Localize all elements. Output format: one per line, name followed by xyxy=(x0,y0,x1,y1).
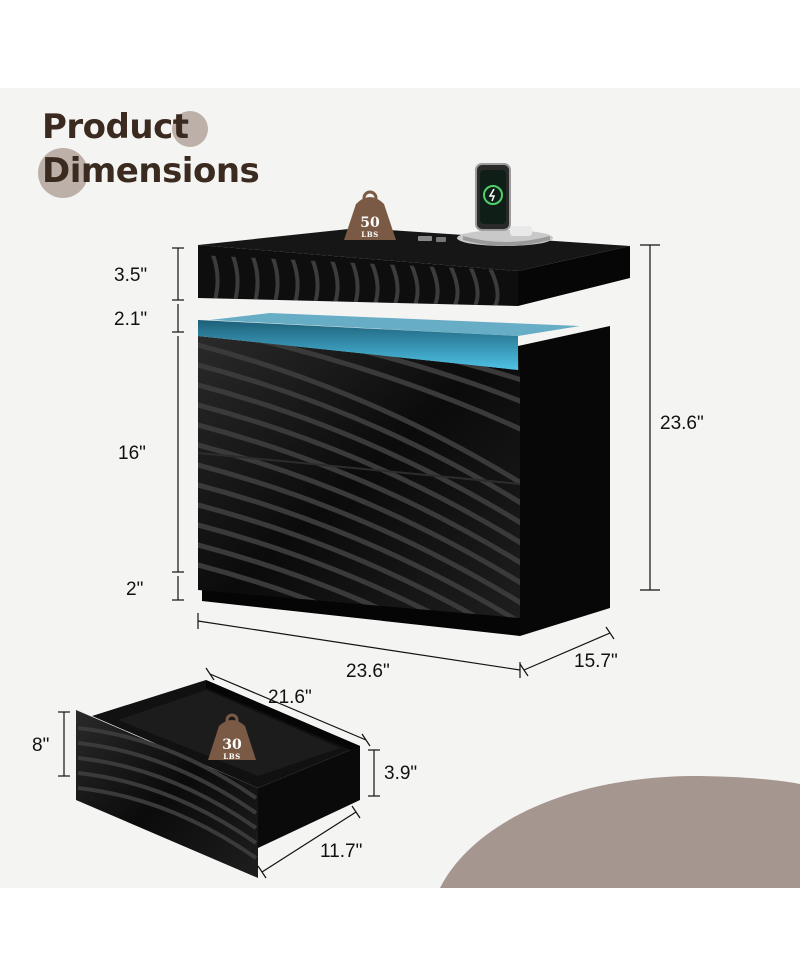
dim-drawers-height: 16" xyxy=(118,443,146,464)
weight-30-icon xyxy=(208,720,256,760)
dim-drawer-height: 8" xyxy=(32,735,50,756)
title-bubbles xyxy=(38,111,208,198)
dim-drawer-inner-height: 3.9" xyxy=(384,763,418,784)
weight-badge-50: 50 LBS xyxy=(360,215,380,239)
wireless-charger-icon xyxy=(457,163,553,246)
product-panel: Product Dimensions xyxy=(0,88,800,888)
dim-drawer-width: 11.7" xyxy=(320,841,363,862)
corner-blob xyxy=(440,776,800,888)
led-strip xyxy=(198,320,518,370)
dim-width: 23.6" xyxy=(346,661,390,682)
weight-50-icon xyxy=(344,197,396,240)
usb-port-icon xyxy=(418,236,446,242)
title-line-2: Dimensions xyxy=(42,151,260,191)
dim-light-gap: 2.1" xyxy=(114,309,148,330)
dim-top-thickness: 3.5" xyxy=(114,265,148,286)
dim-depth: 15.7" xyxy=(574,651,618,672)
dim-total-height: 23.6" xyxy=(660,413,704,434)
title-line-1: Product xyxy=(42,107,189,147)
dim-base-height: 2" xyxy=(126,579,144,600)
dim-drawer-depth: 21.6" xyxy=(268,687,312,708)
weight-badge-30: 30 LBS xyxy=(222,737,242,761)
nightstand-illustration xyxy=(58,163,660,879)
